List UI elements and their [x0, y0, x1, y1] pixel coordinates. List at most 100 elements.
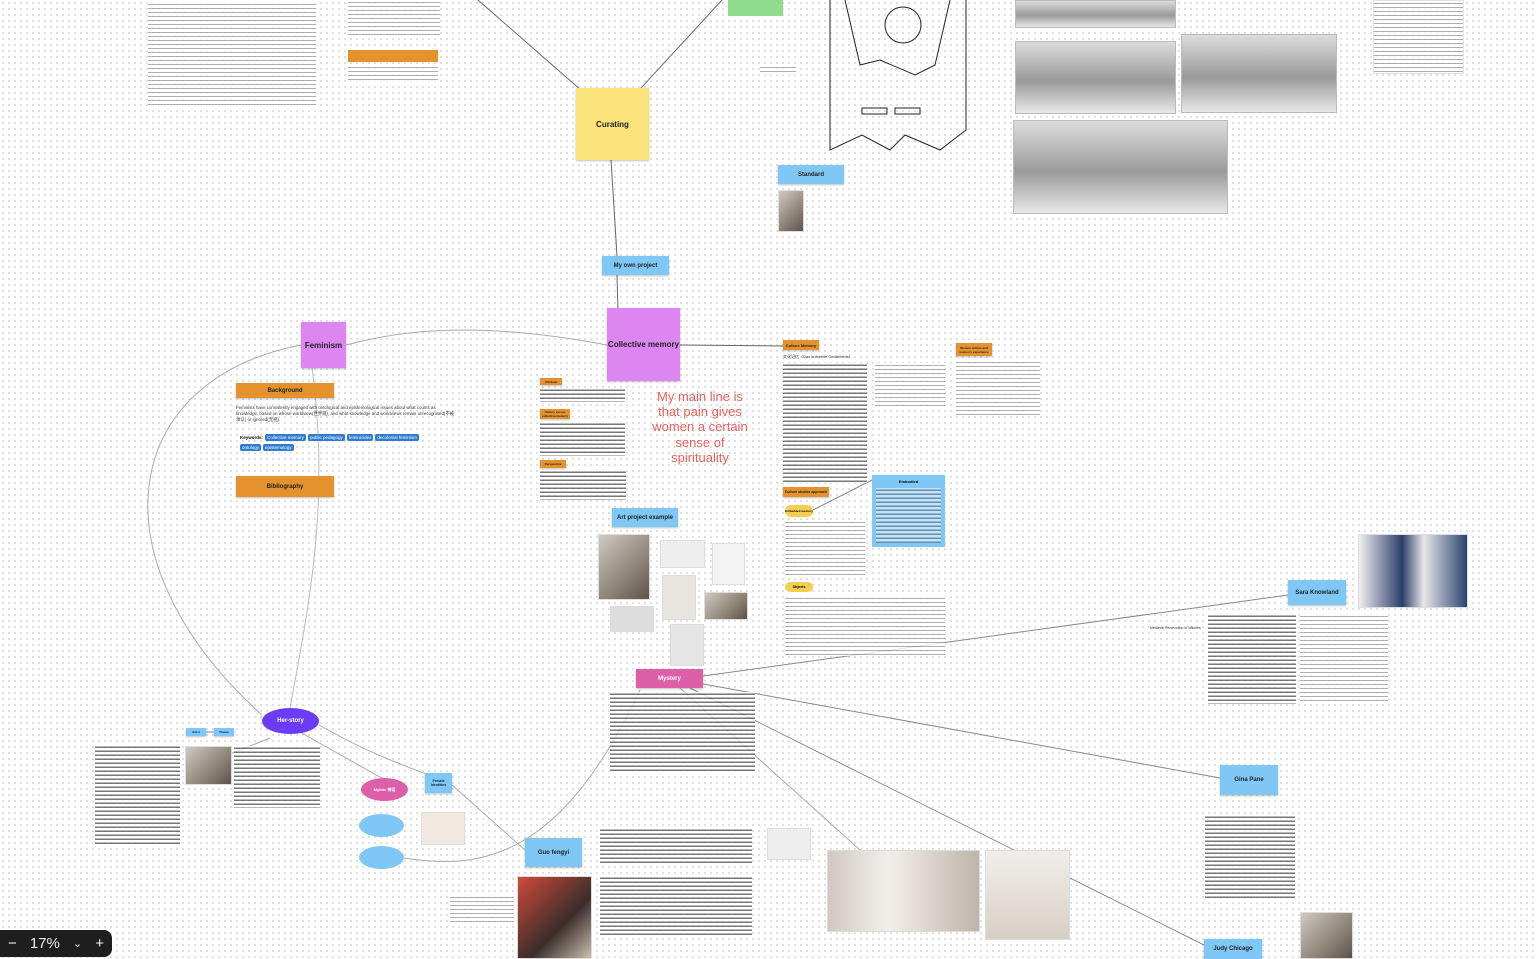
connector [403, 689, 641, 862]
node-mystery[interactable]: Mystery [636, 669, 703, 688]
gallery-photo[interactable] [767, 828, 811, 860]
keyword-tag[interactable]: feminicides [346, 433, 374, 441]
note-embodied[interactable]: Embodied [872, 475, 945, 547]
gallery-photo[interactable] [827, 850, 980, 932]
connector [477, 0, 599, 106]
text-block [785, 520, 865, 575]
ellipse-mythic[interactable]: Mythic 神话 [361, 778, 408, 801]
chevron-down-icon[interactable]: ⌄ [72, 938, 83, 950]
ellipse-subtopic[interactable] [359, 814, 404, 837]
node-artist[interactable]: Artist [186, 728, 206, 736]
render-image[interactable] [1015, 41, 1176, 114]
label-background[interactable]: Background [236, 383, 334, 398]
text-block [450, 895, 514, 925]
image-thumbnail[interactable] [778, 190, 804, 232]
label-culture-studies-approach[interactable]: Culture studies approach [783, 487, 829, 497]
connector [689, 687, 1205, 946]
connector [702, 594, 1289, 677]
render-image[interactable] [1015, 0, 1176, 28]
text-block [760, 65, 796, 75]
artwork-photo[interactable] [660, 540, 705, 568]
text-block [783, 363, 867, 483]
artwork-photo[interactable] [704, 592, 748, 620]
render-image[interactable] [1013, 120, 1228, 214]
connector [345, 329, 608, 346]
artwork-photo[interactable] [670, 624, 704, 666]
sticky-collective-memory[interactable]: Collective memory [607, 308, 680, 381]
connector [679, 344, 784, 347]
connector [289, 367, 320, 709]
connector [812, 479, 873, 511]
artist-photo[interactable] [185, 746, 232, 785]
keyword-tag[interactable]: public pedagogy [308, 433, 345, 441]
text-block [600, 876, 752, 936]
keyword-tag[interactable]: epistemology [263, 443, 294, 451]
label-attribute[interactable]: Attribute [540, 378, 562, 385]
render-image[interactable] [1181, 34, 1337, 113]
zoom-out-button[interactable]: − [8, 935, 17, 952]
text-block [348, 0, 440, 36]
sticky-feminism[interactable]: Feminism [301, 322, 346, 368]
text-block [234, 746, 320, 808]
label-bibliography[interactable]: Bibliography [236, 476, 334, 497]
background-text: Feminists have consistently engaged with… [236, 405, 455, 422]
culture-memory-subtitle: 文化记忆（Das kulturelle Gedächtnis） [783, 354, 853, 359]
node-guo-fengyi[interactable]: Guo fengyi [525, 838, 582, 867]
gallery-photo[interactable] [985, 850, 1070, 940]
node-theme[interactable]: Theme [214, 728, 234, 736]
text-block [600, 828, 752, 864]
node-standard[interactable]: Standard [778, 165, 844, 184]
artwork-photo[interactable] [712, 543, 745, 585]
text-block [540, 470, 626, 500]
embodied-title: Embodied [898, 479, 919, 484]
text-block [875, 363, 945, 408]
keywords-box: Keywords: Collective memory public pedag… [240, 433, 434, 451]
text-block [785, 596, 945, 656]
label-perspective[interactable]: Perspective [540, 460, 566, 468]
zoom-control: − 17% ⌄ + [0, 930, 112, 957]
keyword-tag[interactable]: ontology [240, 443, 262, 451]
guo-fengyi-photo[interactable] [517, 876, 592, 959]
connector [629, 0, 723, 101]
pill-embedded-memory[interactable]: Embedded memory [785, 505, 813, 517]
text-block [876, 488, 941, 543]
green-sticky[interactable] [728, 0, 783, 16]
node-female-identities[interactable]: Female identities [425, 773, 452, 793]
sticky-curating[interactable]: Curating [576, 88, 649, 160]
label-history-vs-collective[interactable]: History versus collective memory [540, 409, 570, 419]
ellipse-her-story[interactable]: Her-story [262, 708, 319, 734]
text-block [610, 692, 755, 772]
main-line-text[interactable]: My main line is that pain gives women a … [652, 389, 748, 465]
node-gina-pane[interactable]: Gina Pane [1220, 765, 1278, 795]
link-preview-image[interactable] [421, 812, 465, 845]
pill-objects[interactable]: Objects [785, 582, 813, 592]
connector [451, 784, 526, 851]
text-block [540, 388, 625, 402]
zoom-level[interactable]: 17% [29, 935, 60, 952]
gina-pane-photo[interactable] [1300, 912, 1353, 959]
connector [702, 683, 1221, 779]
zoom-in-button[interactable]: + [95, 935, 104, 952]
keyword-tag[interactable]: Collective memory [265, 433, 307, 441]
node-art-project-example[interactable]: Art project example [612, 508, 678, 527]
document-preview[interactable] [1373, 0, 1464, 74]
text-block [1208, 614, 1296, 704]
ellipse-subtopic[interactable] [359, 846, 404, 869]
node-my-own-project[interactable]: My own project [602, 256, 669, 275]
keyword-tag[interactable]: decolonial feminism [375, 433, 419, 441]
text-block [148, 2, 316, 108]
artwork-photo[interactable] [598, 534, 650, 600]
artwork-photo[interactable] [662, 575, 696, 620]
label-women-culture[interactable]: Women culture and women's experience [956, 343, 992, 356]
label-culture-memory[interactable]: Culture Memory [783, 340, 819, 350]
text-block [540, 422, 625, 456]
note-label [348, 50, 438, 62]
artwork-photo[interactable] [610, 606, 654, 632]
node-judy-chicago[interactable]: Judy Chicago [1204, 939, 1262, 959]
text-block [1205, 815, 1295, 900]
gallery-photo[interactable] [1358, 534, 1468, 608]
text-block [956, 360, 1040, 415]
node-sara-knowland[interactable]: Sara Knowland [1288, 580, 1346, 605]
text-block [95, 745, 180, 845]
